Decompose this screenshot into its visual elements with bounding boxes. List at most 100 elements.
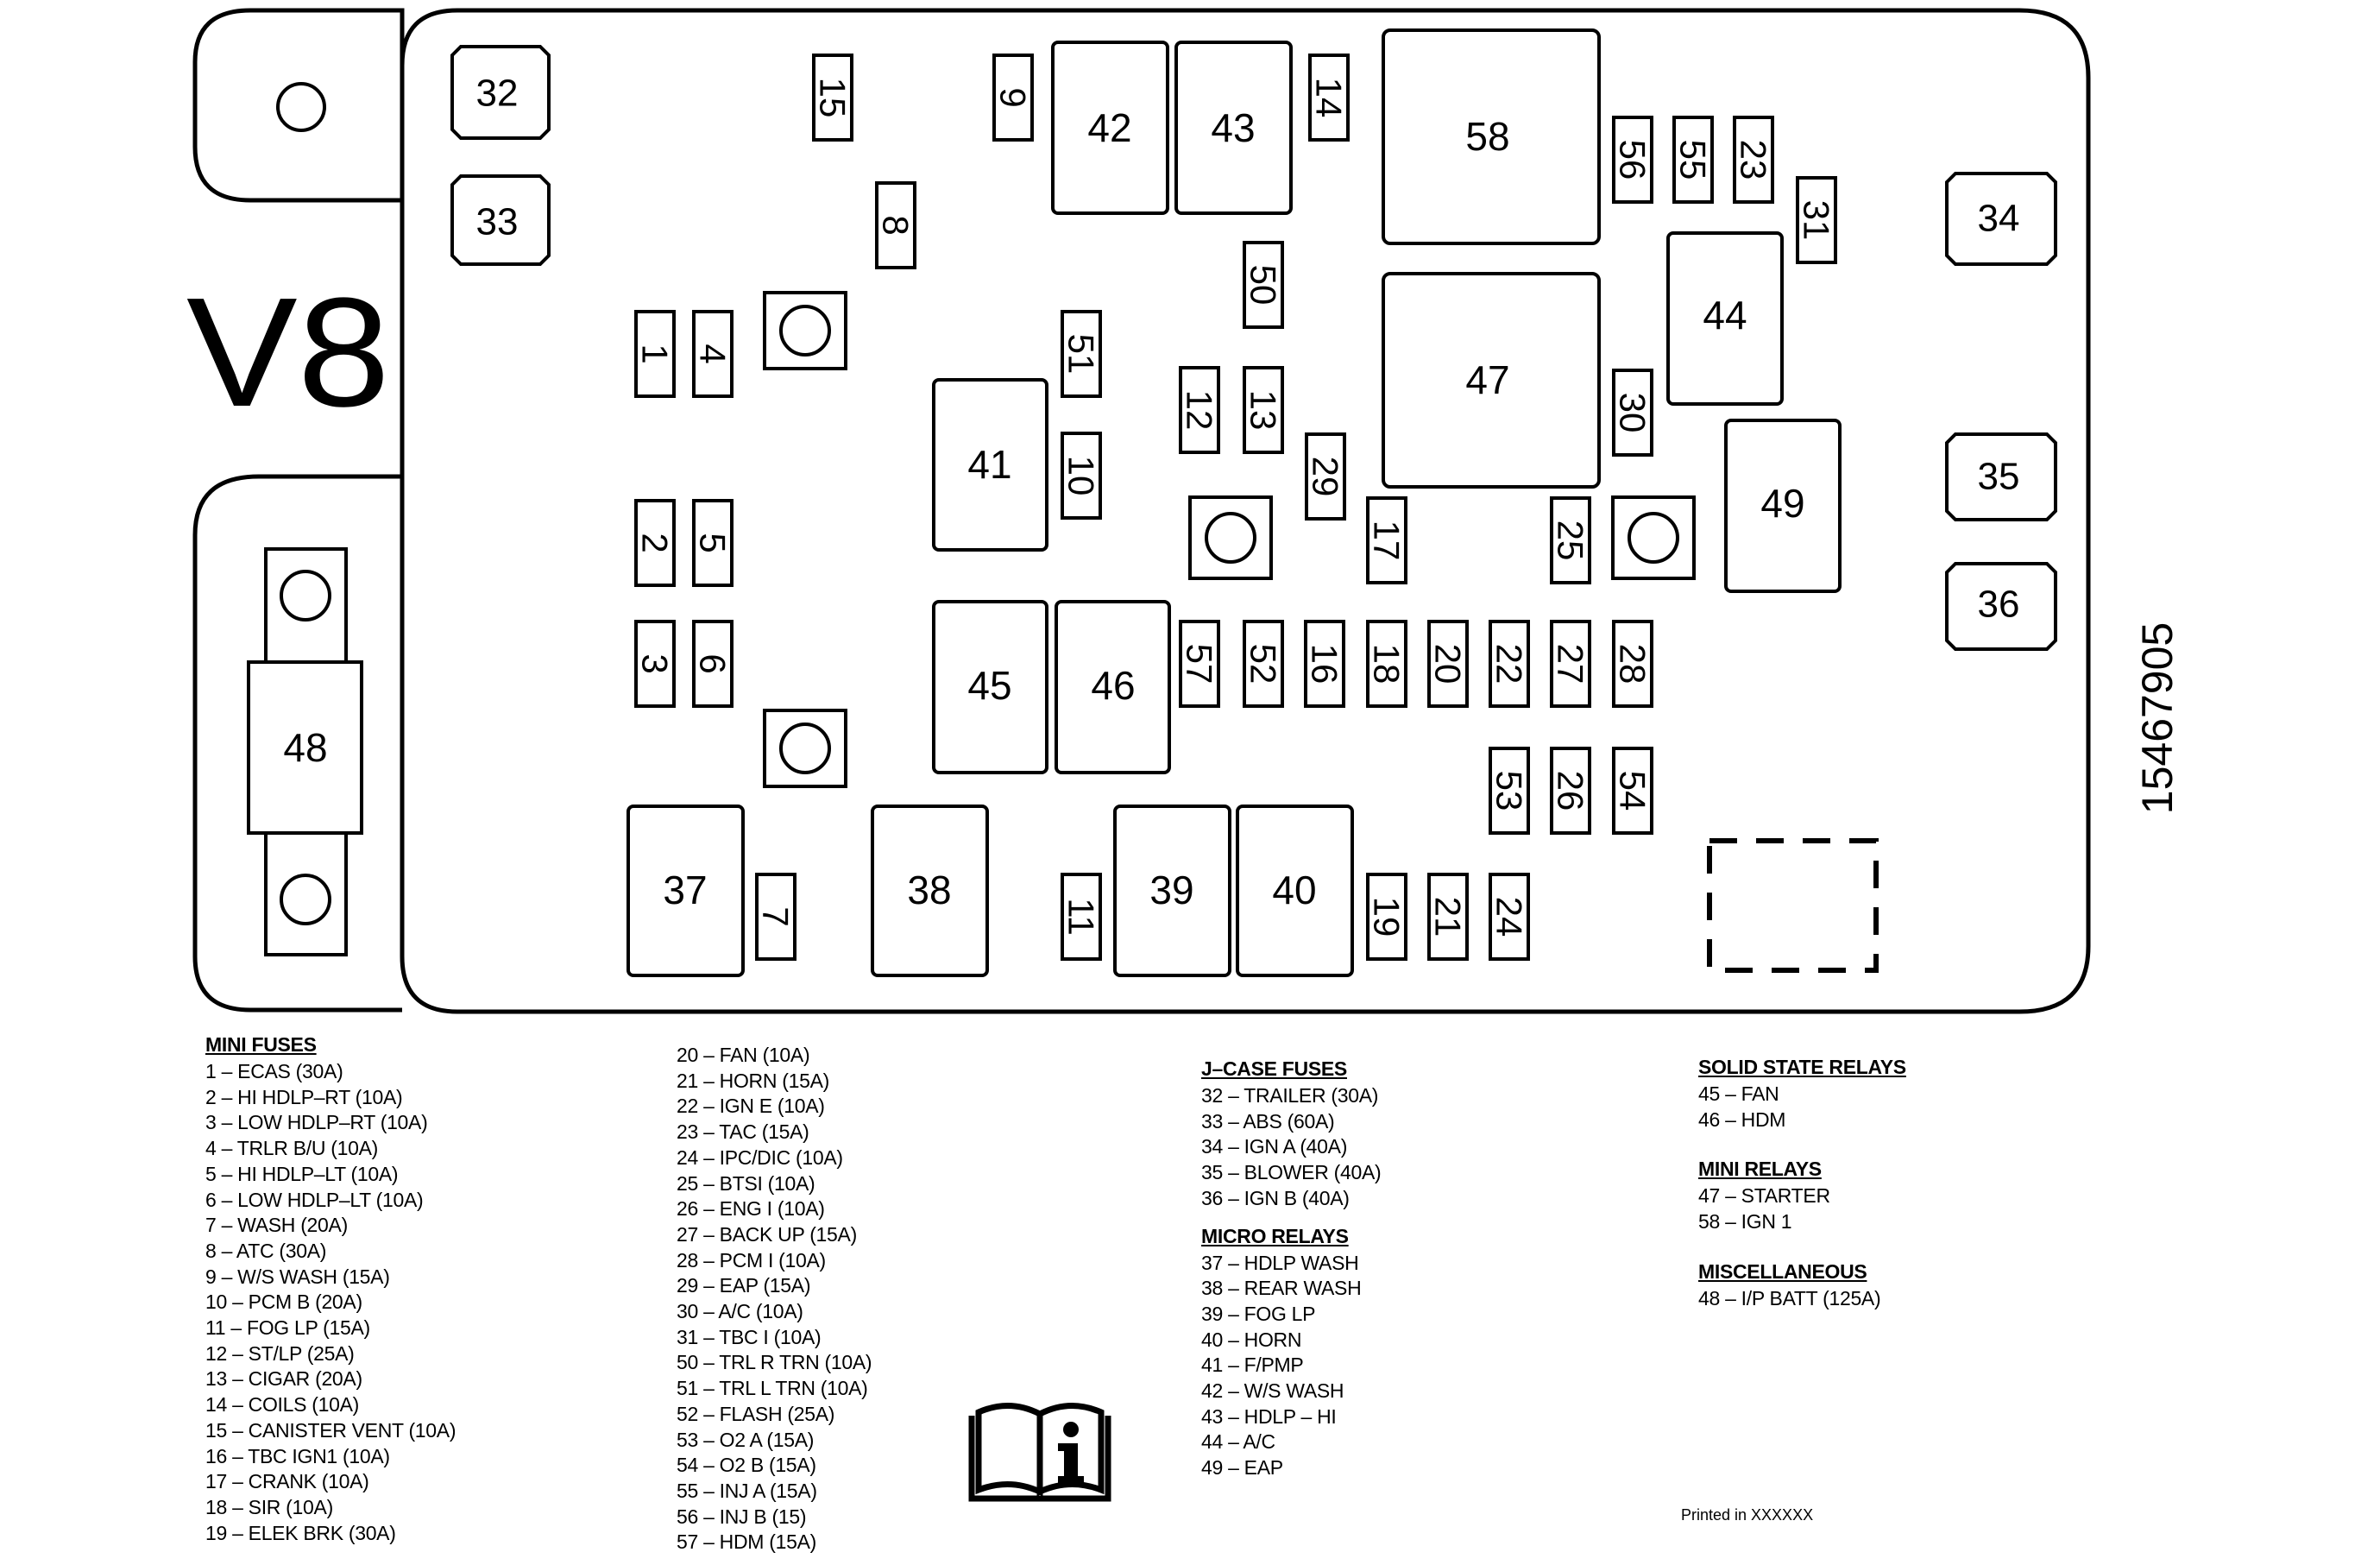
mini-fuse-27[interactable]: 27: [1550, 620, 1591, 708]
legend-item: 34 – IGN A (40A): [1201, 1135, 1348, 1158]
legend-list: 20 – FAN (10A)21 – HORN (15A)22 – IGN E …: [677, 1043, 872, 1556]
mini-fuse-31[interactable]: 31: [1796, 176, 1837, 264]
legend-item: 53 – O2 A (15A): [677, 1428, 815, 1451]
mini-fuse-label: 52: [1244, 644, 1284, 685]
relay-38[interactable]: 38: [871, 805, 989, 977]
mini-fuse-1[interactable]: 1: [634, 310, 676, 398]
mini-fuse-label: 10: [1061, 456, 1102, 496]
mini-fuse-54[interactable]: 54: [1612, 747, 1653, 835]
mini-fuse-9[interactable]: 9: [992, 54, 1034, 142]
relay-41[interactable]: 41: [932, 378, 1048, 552]
mini-fuse-24[interactable]: 24: [1489, 873, 1530, 961]
legend-item: 13 – CIGAR (20A): [205, 1367, 362, 1391]
mini-fuse-28[interactable]: 28: [1612, 620, 1653, 708]
mini-fuse-label: 27: [1551, 644, 1591, 685]
mini-fuse-label: 55: [1673, 140, 1714, 180]
mini-fuse-57[interactable]: 57: [1179, 620, 1220, 708]
relay-46[interactable]: 46: [1055, 600, 1171, 774]
mini-fuse-10[interactable]: 10: [1061, 432, 1102, 520]
mini-fuse-11[interactable]: 11: [1061, 873, 1102, 961]
mini-fuse-17[interactable]: 17: [1366, 496, 1407, 584]
legend-item: 40 – HORN: [1201, 1328, 1302, 1351]
legend-item: 29 – EAP (15A): [677, 1274, 811, 1297]
mini-fuse-18[interactable]: 18: [1366, 620, 1407, 708]
jcase-fuse-34[interactable]: 34: [1945, 172, 2057, 266]
mini-fuse-16[interactable]: 16: [1304, 620, 1345, 708]
relay-43[interactable]: 43: [1174, 41, 1293, 215]
mini-fuse-8[interactable]: 8: [875, 181, 916, 269]
legend-item: 18 – SIR (10A): [205, 1495, 333, 1518]
legend-item: 52 – FLASH (25A): [677, 1402, 835, 1425]
mounting-hole: [276, 82, 326, 132]
mini-fuse-2[interactable]: 2: [634, 499, 676, 587]
mini-fuse-label: 23: [1734, 140, 1774, 180]
mini-fuse-12[interactable]: 12: [1179, 366, 1220, 454]
mini-fuse-14[interactable]: 14: [1308, 54, 1350, 142]
svg-text:40: 40: [1272, 868, 1316, 912]
mini-fuse-50[interactable]: 50: [1243, 241, 1284, 329]
legend-item: 21 – HORN (15A): [677, 1069, 830, 1092]
mini-fuse-5[interactable]: 5: [692, 499, 734, 587]
mini-fuse-51[interactable]: 51: [1061, 310, 1102, 398]
mini-fuse-29[interactable]: 29: [1305, 432, 1346, 521]
relay-58[interactable]: 58: [1382, 28, 1601, 245]
relay-42[interactable]: 42: [1051, 41, 1169, 215]
spare-slot: [1707, 838, 1879, 973]
relay-47[interactable]: 47: [1382, 272, 1601, 489]
mini-fuse-52[interactable]: 52: [1243, 620, 1284, 708]
relay-37[interactable]: 37: [626, 805, 745, 977]
relay-40[interactable]: 40: [1236, 805, 1354, 977]
legend-item: 43 – HDLP – HI: [1201, 1404, 1337, 1428]
mini-fuse-19[interactable]: 19: [1366, 873, 1407, 961]
legend-item: 2 – HI HDLP–RT (10A): [205, 1085, 403, 1108]
legend-item: 46 – HDM: [1698, 1107, 1786, 1131]
mini-fuse-13[interactable]: 13: [1243, 366, 1284, 454]
jcase-fuse-35[interactable]: 35: [1945, 432, 2057, 521]
mini-fuse-25[interactable]: 25: [1550, 496, 1591, 584]
mini-fuse-20[interactable]: 20: [1427, 620, 1469, 708]
mini-fuse-22[interactable]: 22: [1489, 620, 1530, 708]
legend-mini-fuses-col2: 20 – FAN (10A)21 – HORN (15A)22 – IGN E …: [677, 1043, 872, 1556]
mini-fuse-55[interactable]: 55: [1672, 116, 1714, 204]
mini-fuse-15[interactable]: 15: [812, 54, 853, 142]
legend-item: 44 – A/C: [1201, 1430, 1275, 1454]
legend-item: 55 – INJ A (15A): [677, 1479, 817, 1502]
legend-item: 3 – LOW HDLP–RT (10A): [205, 1111, 428, 1134]
legend-item: 57 – HDM (15A): [677, 1530, 816, 1554]
mini-fuse-21[interactable]: 21: [1427, 873, 1469, 961]
jcase-fuse-32[interactable]: 32: [450, 45, 551, 140]
mini-fuse-label: 53: [1489, 771, 1530, 811]
mini-fuse-4[interactable]: 4: [692, 310, 734, 398]
svg-text:39: 39: [1149, 868, 1193, 912]
legend-item: 48 – I/P BATT (125A): [1698, 1286, 1881, 1309]
relay-49[interactable]: 49: [1724, 419, 1842, 593]
maxi-fuse-48[interactable]: 48: [247, 547, 363, 956]
mini-fuse-23[interactable]: 23: [1733, 116, 1774, 204]
svg-text:49: 49: [1760, 481, 1804, 526]
mini-fuse-label: 28: [1613, 644, 1653, 685]
mini-fuse-label: 2: [635, 533, 676, 552]
mini-fuse-56[interactable]: 56: [1612, 116, 1653, 204]
legend-item: 33 – ABS (60A): [1201, 1109, 1335, 1133]
mini-fuse-label: 18: [1367, 644, 1407, 685]
jcase-fuse-33[interactable]: 33: [450, 174, 551, 266]
relay-45[interactable]: 45: [932, 600, 1048, 774]
jcase-fuse-36[interactable]: 36: [1945, 562, 2057, 651]
mini-fuse-label: 8: [876, 215, 916, 235]
mini-fuse-6[interactable]: 6: [692, 620, 734, 708]
mini-fuse-3[interactable]: 3: [634, 620, 676, 708]
mini-fuse-label: 16: [1305, 644, 1345, 685]
mini-fuse-7[interactable]: 7: [755, 873, 796, 961]
relay-39[interactable]: 39: [1113, 805, 1231, 977]
legend-item: 49 – EAP: [1201, 1456, 1283, 1480]
mini-fuse-label: 15: [813, 78, 853, 118]
legend-heading: SOLID STATE RELAYS: [1698, 1056, 1906, 1078]
mini-fuse-30[interactable]: 30: [1612, 369, 1653, 457]
mini-fuse-label: 1: [635, 344, 676, 363]
legend-item: 51 – TRL L TRN (10A): [677, 1377, 868, 1400]
legend-item: 38 – REAR WASH: [1201, 1277, 1362, 1300]
relay-44[interactable]: 44: [1666, 231, 1784, 406]
mini-fuse-53[interactable]: 53: [1489, 747, 1530, 835]
mini-fuse-26[interactable]: 26: [1550, 747, 1591, 835]
